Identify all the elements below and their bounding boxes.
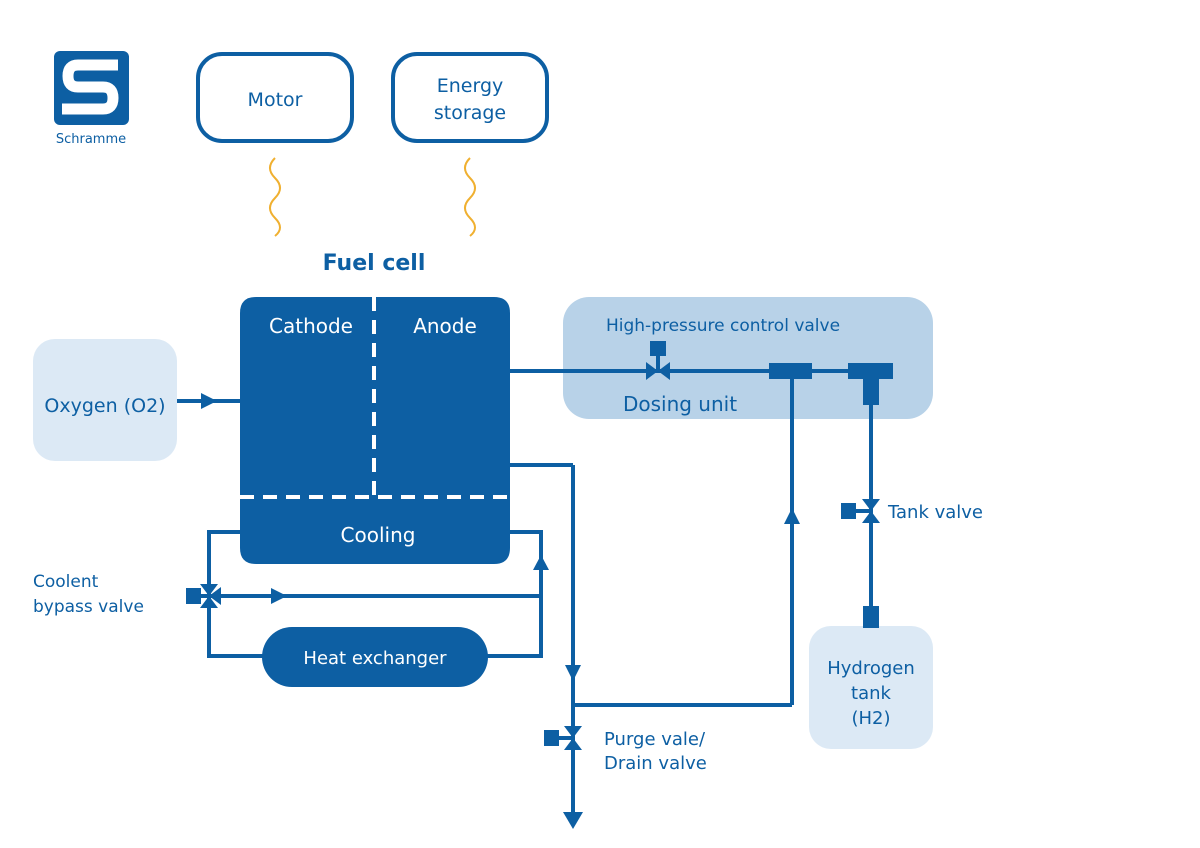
heat-exchanger-box bbox=[262, 627, 488, 687]
fuel-cell-stack bbox=[240, 297, 510, 564]
oxygen-label: Oxygen (O2) bbox=[44, 395, 165, 417]
purge-valve-label-2: Drain valve bbox=[604, 753, 707, 774]
arrow-icon bbox=[201, 393, 217, 409]
hydrogen-label-3: (H2) bbox=[851, 708, 890, 729]
tee-fitting bbox=[769, 363, 812, 379]
tank-valve-label: Tank valve bbox=[887, 502, 983, 523]
hydrogen-label-1: Hydrogen bbox=[827, 658, 915, 679]
oxygen-box bbox=[33, 339, 177, 461]
motor-box bbox=[196, 52, 354, 143]
purge-valve-label-1: Purge vale/ bbox=[604, 729, 706, 750]
dosing-unit-region bbox=[563, 297, 933, 419]
arrow-icon bbox=[563, 812, 583, 829]
energy-storage-label-1: Energy bbox=[437, 75, 504, 97]
arrow-icon bbox=[271, 588, 287, 604]
heat-wave-icon bbox=[464, 157, 476, 237]
cathode-label: Cathode bbox=[269, 314, 353, 338]
schramme-logo: Schramme bbox=[54, 51, 129, 147]
tee-fitting bbox=[863, 375, 879, 405]
energy-storage-box bbox=[391, 52, 549, 143]
arrow-icon bbox=[565, 665, 581, 681]
fuel-cell-title: Fuel cell bbox=[323, 251, 426, 276]
arrow-icon bbox=[784, 508, 800, 524]
logo-label: Schramme bbox=[56, 132, 126, 147]
valve-icon bbox=[186, 584, 221, 608]
valve-icon bbox=[544, 726, 582, 750]
tank-connector bbox=[863, 606, 879, 628]
hydrogen-label-2: tank bbox=[851, 683, 891, 704]
valve-icon bbox=[646, 341, 670, 380]
coolant-bypass-label-2: bypass valve bbox=[33, 597, 144, 617]
anode-label: Anode bbox=[413, 314, 477, 338]
arrow-icon bbox=[533, 555, 549, 570]
motor-label: Motor bbox=[248, 89, 303, 111]
heat-wave-icon bbox=[269, 157, 281, 237]
hydrogen-tank-box bbox=[809, 626, 933, 749]
high-pressure-valve-label: High-pressure control valve bbox=[606, 316, 840, 336]
cooling-label: Cooling bbox=[341, 523, 416, 547]
valve-icon bbox=[841, 499, 880, 523]
tee-fitting bbox=[848, 363, 893, 379]
dosing-unit-label: Dosing unit bbox=[623, 392, 737, 416]
pipes bbox=[177, 369, 892, 815]
coolant-bypass-label-1: Coolent bbox=[33, 572, 99, 592]
energy-storage-label-2: storage bbox=[434, 102, 506, 124]
heat-exchanger-label: Heat exchanger bbox=[303, 648, 447, 669]
